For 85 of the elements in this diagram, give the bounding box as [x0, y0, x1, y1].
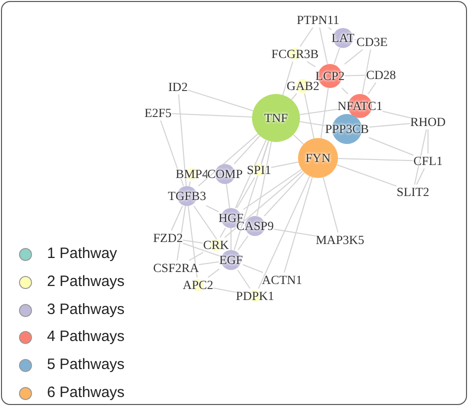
gene-node [298, 138, 338, 178]
gene-label: COMP [207, 166, 243, 182]
gene-label: FCGR3B [271, 46, 319, 62]
gene-label: TNF [264, 110, 288, 126]
network-edge [187, 90, 254, 112]
gene-label: SPI1 [246, 162, 272, 178]
network-edge [368, 82, 376, 94]
network-edge [414, 129, 427, 185]
legend-label: 6 Pathways [47, 384, 125, 401]
legend-label: 1 Pathway [47, 245, 118, 262]
network-edge [170, 206, 183, 231]
network-edge [270, 161, 299, 168]
legend-label: 3 Pathways [47, 300, 125, 318]
gene-label: SLIT2 [396, 184, 430, 200]
legend-label: 2 Pathways [47, 272, 125, 290]
gene-label: FZD2 [153, 230, 183, 246]
network-edge [382, 110, 411, 118]
network-edge [243, 168, 302, 210]
network-edge [238, 236, 248, 250]
network-edge [226, 184, 230, 208]
network-edge [336, 164, 398, 187]
gene-label: TGFB3 [168, 188, 206, 204]
gene-label: MAP3K5 [316, 232, 364, 248]
network-edge [299, 121, 326, 126]
gene-label: RHOD [410, 114, 446, 130]
network-edge [328, 27, 332, 30]
network-edge [237, 270, 250, 289]
gene-label: CRK [203, 238, 229, 252]
network-edge [242, 264, 264, 273]
gene-label: PDPK1 [236, 288, 274, 304]
network-edge [300, 27, 314, 47]
gene-label: BMP4 [176, 166, 208, 182]
legend-label: 4 Pathways [47, 328, 125, 346]
network-edge [273, 228, 316, 236]
gene-label: CFL1 [413, 154, 443, 168]
gene-label: ID2 [168, 80, 188, 94]
network-edge [292, 134, 304, 145]
network-edge [368, 123, 411, 128]
network-edge [198, 261, 220, 266]
network-edge [334, 48, 340, 64]
gene-node [252, 94, 300, 142]
network-edge [304, 93, 314, 139]
network-edge [362, 49, 372, 94]
network-edge [220, 228, 226, 238]
network-edge [260, 140, 270, 163]
network-edge [284, 176, 313, 273]
network-edge [256, 141, 272, 216]
network-edge [342, 88, 348, 94]
network-edge [160, 120, 184, 186]
network-edge [188, 181, 191, 186]
gene-label: E2F5 [144, 106, 172, 120]
network-edge [182, 240, 204, 244]
network-edge [416, 168, 425, 185]
legend-label: 5 Pathways [47, 356, 125, 374]
network-edge [306, 61, 316, 68]
gene-label: CD28 [366, 68, 396, 82]
network-edge [206, 205, 219, 212]
network-edge [368, 137, 414, 156]
network-edge [207, 268, 220, 278]
gene-label: FYN [305, 150, 330, 166]
network-edge [182, 242, 220, 256]
gene-label: PTPN11 [296, 12, 340, 28]
gene-label: LAT [332, 30, 354, 46]
network-edge [176, 206, 186, 261]
gene-label: CSF2RA [153, 260, 199, 276]
network-edge [258, 176, 310, 289]
network-edge [212, 287, 236, 293]
gene-label: EGF [219, 252, 243, 268]
network-edge [230, 228, 232, 250]
network-edge [282, 61, 294, 96]
gene-label: ACTN1 [262, 272, 302, 288]
network-edge [188, 206, 198, 278]
network-edge [188, 252, 204, 261]
network-edge [290, 93, 298, 100]
network-edge [322, 176, 338, 233]
network-edge [178, 94, 187, 186]
gene-label: APC2 [182, 278, 214, 292]
network-edge [235, 139, 267, 208]
network-edge [320, 88, 329, 139]
gene-label: CD3E [356, 34, 388, 50]
network-edge [264, 172, 305, 216]
network-edge [234, 135, 260, 164]
network-edge [319, 27, 328, 64]
network-edge [236, 177, 256, 208]
network-edge [344, 49, 364, 65]
